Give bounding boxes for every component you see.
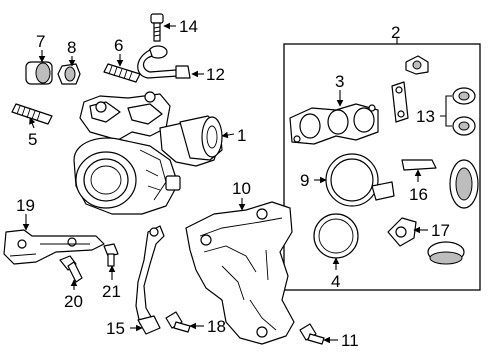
part-4-gasket[interactable] — [313, 213, 359, 259]
callout-11: 11 — [341, 331, 359, 350]
callout-20: 20 — [64, 292, 83, 311]
part-21-bolt[interactable] — [103, 243, 119, 267]
callout-3: 3 — [335, 72, 344, 91]
part-ring[interactable] — [427, 241, 465, 265]
callout-14: 14 — [179, 17, 198, 36]
callout-18: 18 — [207, 317, 226, 336]
callout-15: 15 — [106, 319, 125, 338]
part-6-stud[interactable] — [103, 63, 141, 83]
callout-16: 16 — [409, 185, 428, 204]
part-7-cap[interactable] — [25, 61, 53, 85]
part-clip-top[interactable] — [405, 55, 429, 75]
part-17-gasket[interactable] — [387, 217, 417, 247]
callout-17: 17 — [431, 221, 450, 240]
part-15-oil-return[interactable] — [135, 225, 165, 335]
leader-13 — [440, 95, 452, 127]
callout-12: 12 — [206, 65, 225, 84]
group-2-box — [283, 43, 481, 291]
callout-13: 13 — [416, 107, 435, 126]
part-seal-ring[interactable] — [449, 159, 479, 209]
callout-6: 6 — [114, 36, 123, 55]
part-8-nut[interactable] — [57, 63, 81, 85]
callout-2: 2 — [391, 23, 400, 42]
part-5-stud[interactable] — [11, 103, 53, 125]
part-13-nut-b[interactable] — [452, 116, 476, 136]
part-gasket-strip[interactable] — [391, 81, 409, 123]
callout-1: 1 — [237, 126, 246, 145]
leader-5 — [29, 117, 36, 129]
part-16-clip[interactable] — [401, 159, 437, 171]
part-14-bolt[interactable] — [150, 13, 164, 42]
callout-9: 9 — [300, 171, 309, 190]
part-19-bracket[interactable] — [3, 229, 105, 265]
part-12-oil-line[interactable] — [137, 45, 191, 79]
callout-7: 7 — [36, 32, 45, 51]
callout-8: 8 — [67, 38, 76, 57]
part-13-nut-a[interactable] — [452, 87, 476, 105]
callout-19: 19 — [16, 196, 35, 215]
part-20-bolt[interactable] — [59, 255, 83, 283]
callout-10: 10 — [232, 179, 251, 198]
leader-1 — [221, 131, 235, 139]
callout-5: 5 — [28, 130, 37, 149]
part-3-gasket[interactable] — [289, 103, 379, 145]
callout-21: 21 — [102, 282, 121, 301]
callout-4: 4 — [331, 272, 340, 291]
part-18-bolt[interactable] — [165, 311, 191, 333]
part-10-heat-shield[interactable] — [185, 201, 295, 345]
part-9-clamp[interactable] — [325, 153, 395, 207]
part-11-bolt[interactable] — [299, 323, 325, 345]
part-1-turbocharger[interactable] — [73, 91, 223, 215]
